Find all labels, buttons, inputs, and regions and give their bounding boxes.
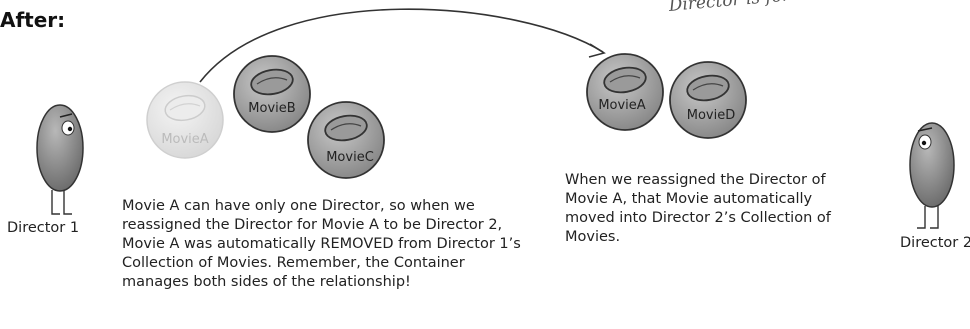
movie-a-label: MovieA — [598, 98, 646, 113]
movie-a-faded-label: MovieA — [161, 132, 209, 147]
section-heading: After: — [0, 8, 66, 32]
movie-b-ball — [233, 55, 311, 133]
movie-b-label: MovieB — [248, 101, 296, 116]
director-2-figure — [909, 122, 955, 229]
move-arrow — [199, 8, 606, 83]
director-1-figure — [36, 104, 84, 215]
left-caption: Movie A can have only one Director, so w… — [122, 198, 521, 290]
movie-c-label: MovieC — [326, 150, 374, 165]
director-1-label: Director 1 — [7, 220, 80, 236]
right-caption: When we reassigned the Director of Movie… — [565, 172, 831, 245]
movie-a-ball — [586, 53, 664, 131]
movie-d-label: MovieD — [686, 108, 736, 123]
movie-d-ball — [669, 61, 747, 139]
movie-a-faded-ball — [146, 81, 224, 159]
movie-c-ball — [307, 101, 385, 179]
director-2-label: Director 2 — [900, 235, 970, 251]
